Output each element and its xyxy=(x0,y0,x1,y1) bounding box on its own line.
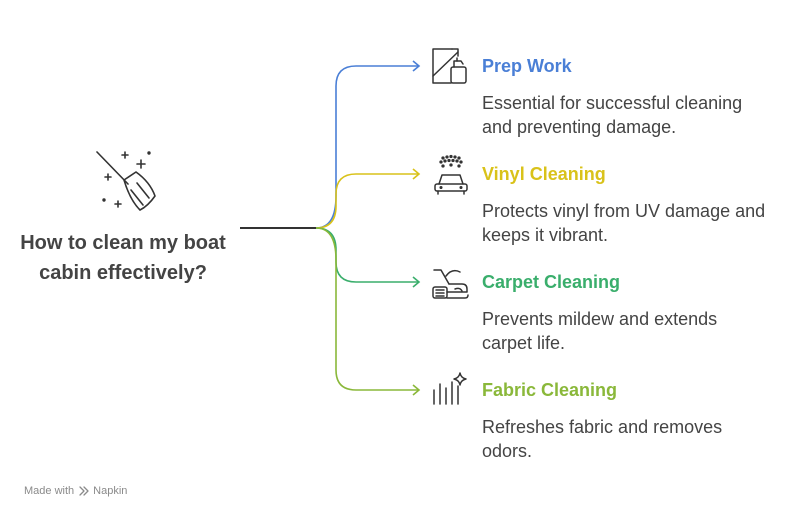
diagram-title: How to clean my boat cabin effectively? xyxy=(20,232,226,284)
footer-brand-label: Napkin xyxy=(93,485,128,497)
connector-fabric-cleaning xyxy=(315,227,418,391)
branch-description-prep-work: Essential for successful cleaning and pr… xyxy=(482,93,743,137)
vacuum-cleaner-icon xyxy=(432,269,469,299)
branch-title-prep-work: Prep Work xyxy=(482,56,572,76)
branch-description-fabric-cleaning: Refreshes fabric and removes odors. xyxy=(482,417,723,461)
branch-title-vinyl-cleaning: Vinyl Cleaning xyxy=(482,164,606,184)
branch-description-vinyl-cleaning: Protects vinyl from UV damage and keeps … xyxy=(482,201,766,245)
footer-attribution[interactable]: Made with Napkin xyxy=(24,485,127,497)
napkin-brand: Napkin xyxy=(78,485,127,497)
spray-bottle-icon xyxy=(432,48,467,84)
connector-prep-work xyxy=(315,65,418,229)
footer-made-with-label: Made with xyxy=(24,485,75,497)
arrow-fabric-cleaning xyxy=(412,384,421,396)
branch-title-fabric-cleaning: Fabric Cleaning xyxy=(482,380,618,400)
broom-sparkle-icon xyxy=(96,151,156,211)
branch-description-carpet-cleaning: Prevents mildew and extends carpet life. xyxy=(482,309,718,353)
connector-vinyl-cleaning xyxy=(315,173,418,229)
fabric-sparkle-icon xyxy=(433,372,467,405)
arrow-carpet-cleaning xyxy=(412,276,421,288)
napkin-logo-icon xyxy=(79,486,89,496)
branch-title-carpet-cleaning: Carpet Cleaning xyxy=(482,272,621,292)
arrow-vinyl-cleaning xyxy=(412,168,421,180)
arrow-prep-work xyxy=(412,60,421,72)
car-wash-icon xyxy=(434,154,468,195)
